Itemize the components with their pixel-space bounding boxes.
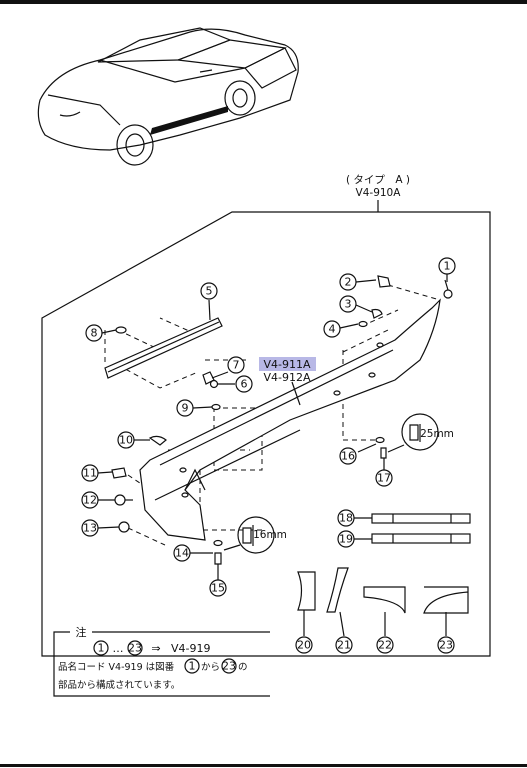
side-sill-panel [139,298,441,541]
callout-19-label: 19 [339,533,353,546]
car-illustration [37,27,299,166]
callout-13[interactable]: 13 [81,519,99,537]
note-line2-to: 23 [222,660,236,673]
callout-14-label: 14 [175,547,189,560]
callout-21[interactable]: 21 [335,636,353,654]
callout-4-label: 4 [329,323,336,336]
callout-10[interactable]: 10 [117,431,135,449]
callout-6-label: 6 [241,378,248,391]
callout-6[interactable]: 6 [235,375,253,393]
callout-leaders [97,274,448,637]
callout-14[interactable]: 14 [173,544,191,562]
note-line2-post: の [238,662,248,673]
callout-10-label: 10 [119,434,133,447]
group-code: V4-910A [356,187,402,199]
callout-21-label: 21 [337,639,351,652]
callout-20[interactable]: 20 [295,636,313,654]
callout-7[interactable]: 7 [227,356,245,374]
callout-1-label: 1 [444,260,451,273]
callout-19[interactable]: 19 [337,530,355,548]
part-code-911[interactable]: V4-911A [263,358,310,371]
callout-11[interactable]: 11 [81,464,99,482]
callout-17-label: 17 [377,472,391,485]
callout-3[interactable]: 3 [339,295,357,313]
note-target: V4-919 [171,642,211,655]
hardware-parts [111,275,453,565]
tape-shapes [297,567,469,614]
note-heading: 注 [76,625,87,639]
note-line2-mid: から [201,662,220,673]
callout-15[interactable]: 15 [209,579,227,597]
note-box: 注 1 … 23 ⇒ V4-919 品名コード V4-919 は図番 1 から … [53,625,270,697]
note-arrow: ⇒ [151,642,160,655]
callout-11-label: 11 [83,467,97,480]
callout-20-label: 20 [297,639,311,652]
diagram-frame [41,211,491,657]
dimension-detail-a: 25mm [387,413,454,453]
callout-16[interactable]: 16 [339,447,357,465]
callout-2-label: 2 [345,276,352,289]
tape-strips [371,513,471,544]
dimension-25mm: 25mm [420,428,454,440]
callout-5[interactable]: 5 [200,282,218,300]
callout-13-label: 13 [83,522,97,535]
part-code-912[interactable]: V4-912A [263,371,310,384]
note-range-from: 1 [98,642,105,655]
callout-17[interactable]: 17 [375,469,393,487]
note-range-sep: … [113,642,124,655]
callout-22-label: 22 [378,639,392,652]
top-rule [0,0,527,4]
callout-2[interactable]: 2 [339,273,357,291]
type-label: ( タイプ A ) [346,174,410,186]
callout-8[interactable]: 8 [85,324,103,342]
callout-12-label: 12 [83,494,97,507]
note-line2-from: 1 [189,660,196,673]
note-line2-pre: 品名コード V4-919 は図番 [58,661,175,673]
callout-5-label: 5 [206,285,213,298]
callout-15-label: 15 [211,582,225,595]
molding-strip [104,317,223,379]
callout-7-label: 7 [233,359,240,372]
callout-9[interactable]: 9 [176,399,194,417]
callout-3-label: 3 [345,298,352,311]
dimension-detail-b: 16mm [223,516,287,554]
callout-9-label: 9 [182,402,189,415]
callout-22[interactable]: 22 [376,636,394,654]
callout-18[interactable]: 18 [337,509,355,527]
callout-23-label: 23 [439,639,453,652]
callout-8-label: 8 [91,327,98,340]
callout-16-label: 16 [341,450,355,463]
dimension-16mm: 16mm [253,529,287,541]
callout-1[interactable]: 1 [438,257,456,275]
note-range-to: 23 [128,642,142,655]
callout-4[interactable]: 4 [323,320,341,338]
note-line3: 部品から構成されています。 [58,679,180,691]
callout-18-label: 18 [339,512,353,525]
bottom-rule [0,764,527,767]
highlight-box [259,357,316,371]
callout-23[interactable]: 23 [437,636,455,654]
callout-12[interactable]: 12 [81,491,99,509]
